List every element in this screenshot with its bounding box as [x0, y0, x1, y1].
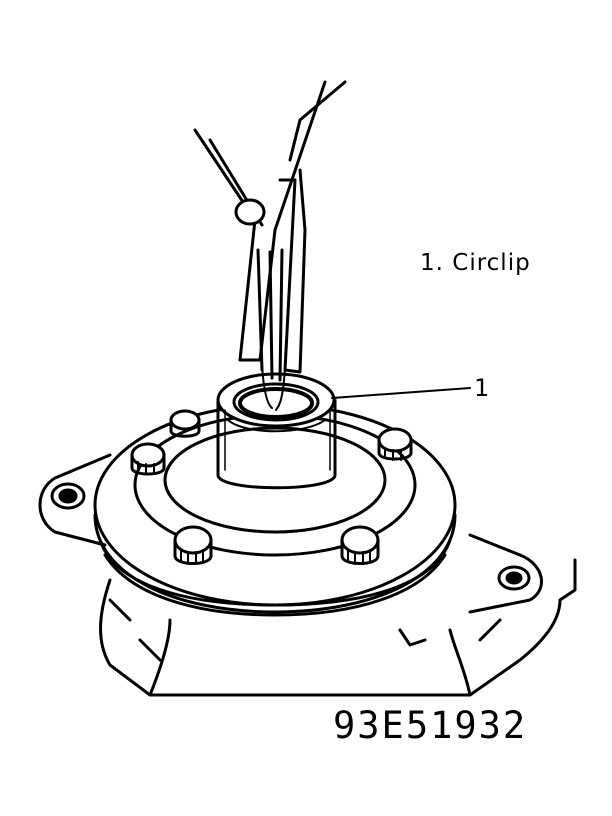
bolt-front-right	[340, 525, 380, 565]
callout-leader-line	[331, 387, 471, 399]
circlip	[238, 387, 314, 419]
cover-flange	[93, 403, 457, 617]
left-mounting-ear	[38, 453, 112, 547]
left-mount-hole	[50, 482, 86, 510]
legend-label: Circlip	[452, 250, 531, 276]
figure-code: 93E51932	[333, 704, 528, 747]
center-boss	[216, 372, 337, 490]
bolt-front-left	[173, 525, 213, 565]
pliers-pivot	[234, 198, 266, 226]
housing-body	[99, 558, 577, 697]
legend: 1. Circlip	[420, 250, 531, 276]
bolt-back-left	[130, 442, 166, 476]
legend-number: 1.	[420, 250, 444, 276]
circlip-pliers	[193, 80, 347, 411]
right-mounting-ear	[468, 533, 543, 614]
callout-number-circlip: 1	[474, 374, 490, 402]
bolt-back-right	[377, 427, 413, 461]
right-mount-hole	[497, 565, 531, 591]
bolt-back-center	[169, 409, 201, 438]
